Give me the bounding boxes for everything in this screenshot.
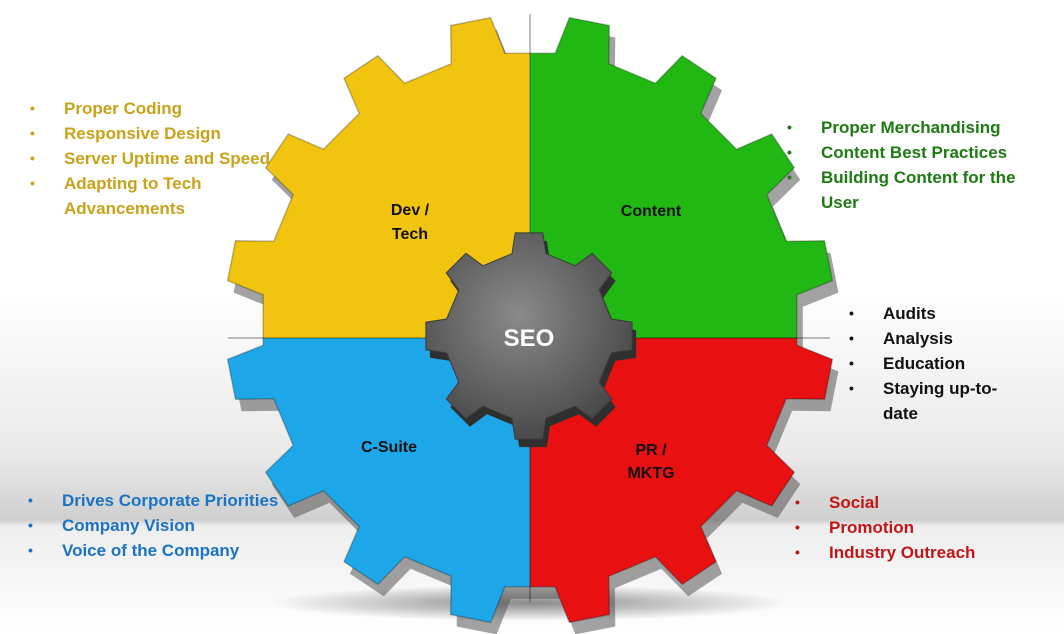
list-item-text: Responsive Design <box>64 124 221 143</box>
dev-tech-list: • Proper Coding • Responsive Design • Serve… <box>30 96 300 221</box>
list-item: • Voice of the Company <box>28 538 288 563</box>
bullet-icon: • <box>787 169 792 185</box>
list-item: • Staying up-to-date <box>849 376 1029 426</box>
list-item: • Adapting to Tech Advancements <box>30 171 300 221</box>
content-label: Content <box>621 203 682 220</box>
list-item-text: Content Best Practices <box>821 143 1008 162</box>
list-item-text: Audits <box>883 304 936 323</box>
list-item-text: Education <box>883 354 966 373</box>
pr-mktg-list: • Social • Promotion • Industry Outreach <box>795 490 1025 565</box>
dev-tech-label-line2: Tech <box>392 226 428 243</box>
list-item: • Responsive Design <box>30 121 300 146</box>
list-item-text: Voice of the Company <box>62 541 240 560</box>
bullet-icon: • <box>30 175 35 191</box>
bullet-icon: • <box>30 150 35 166</box>
bullet-icon: • <box>30 125 35 141</box>
bullet-icon: • <box>28 492 33 508</box>
content-quadrant <box>530 16 834 338</box>
pr-mktg-label-line1: PR / <box>635 442 667 459</box>
dev-tech-quadrant <box>226 16 530 338</box>
list-item: • Proper Merchandising <box>787 115 1032 140</box>
list-item: • Analysis <box>849 326 1029 351</box>
list-item-text: Industry Outreach <box>829 543 976 562</box>
bullet-icon: • <box>795 519 800 535</box>
list-item: • Drives Corporate Priorities <box>28 488 288 513</box>
list-item-text: Proper Coding <box>64 99 183 118</box>
seo-center-gear <box>425 232 633 440</box>
list-item-text: Server Uptime and Speed <box>64 149 270 168</box>
list-item-text: Adapting to Tech Advancements <box>64 174 202 218</box>
list-item: • Industry Outreach <box>795 540 1025 565</box>
list-item: • Social <box>795 490 1025 515</box>
bullet-icon: • <box>795 494 800 510</box>
list-item-text: Social <box>829 493 880 512</box>
list-item-text: Building Content for the User <box>821 168 1016 212</box>
list-item: • Audits <box>849 301 1029 326</box>
pr-mktg-label-line2: MKTG <box>627 465 674 482</box>
list-item: • Content Best Practices <box>787 140 1032 165</box>
list-item-text: Drives Corporate Priorities <box>62 491 279 510</box>
list-item: • Server Uptime and Speed <box>30 146 300 171</box>
floor-shadow <box>270 585 790 621</box>
list-item: • Building Content for the User <box>787 165 1032 215</box>
csuite-list: • Drives Corporate Priorities • Company Vi… <box>28 488 288 563</box>
bullet-icon: • <box>787 144 792 160</box>
list-item-text: Analysis <box>883 329 953 348</box>
bullet-icon: • <box>30 100 35 116</box>
seo-list: • Audits • Analysis • Education • Staying up… <box>849 301 1029 426</box>
list-item: • Promotion <box>795 515 1025 540</box>
content-list: • Proper Merchandising • Content Best Prac… <box>787 115 1032 215</box>
list-item-text: Promotion <box>829 518 914 537</box>
bullet-icon: • <box>849 305 854 321</box>
list-item: • Proper Coding <box>30 96 300 121</box>
bullet-icon: • <box>787 119 792 135</box>
bullet-icon: • <box>795 544 800 560</box>
list-item: • Company Vision <box>28 513 288 538</box>
list-item-text: Proper Merchandising <box>821 118 1001 137</box>
seo-center-label: SEO <box>504 325 555 352</box>
list-item-text: Company Vision <box>62 516 195 535</box>
bullet-icon: • <box>28 542 33 558</box>
csuite-label: C-Suite <box>361 439 417 456</box>
bullet-icon: • <box>849 330 854 346</box>
list-item-text: Staying up-to-date <box>883 379 998 423</box>
bullet-icon: • <box>849 380 854 396</box>
bullet-icon: • <box>849 355 854 371</box>
dev-tech-label-line1: Dev / <box>391 202 430 219</box>
list-item: • Education <box>849 351 1029 376</box>
bullet-icon: • <box>28 517 33 533</box>
